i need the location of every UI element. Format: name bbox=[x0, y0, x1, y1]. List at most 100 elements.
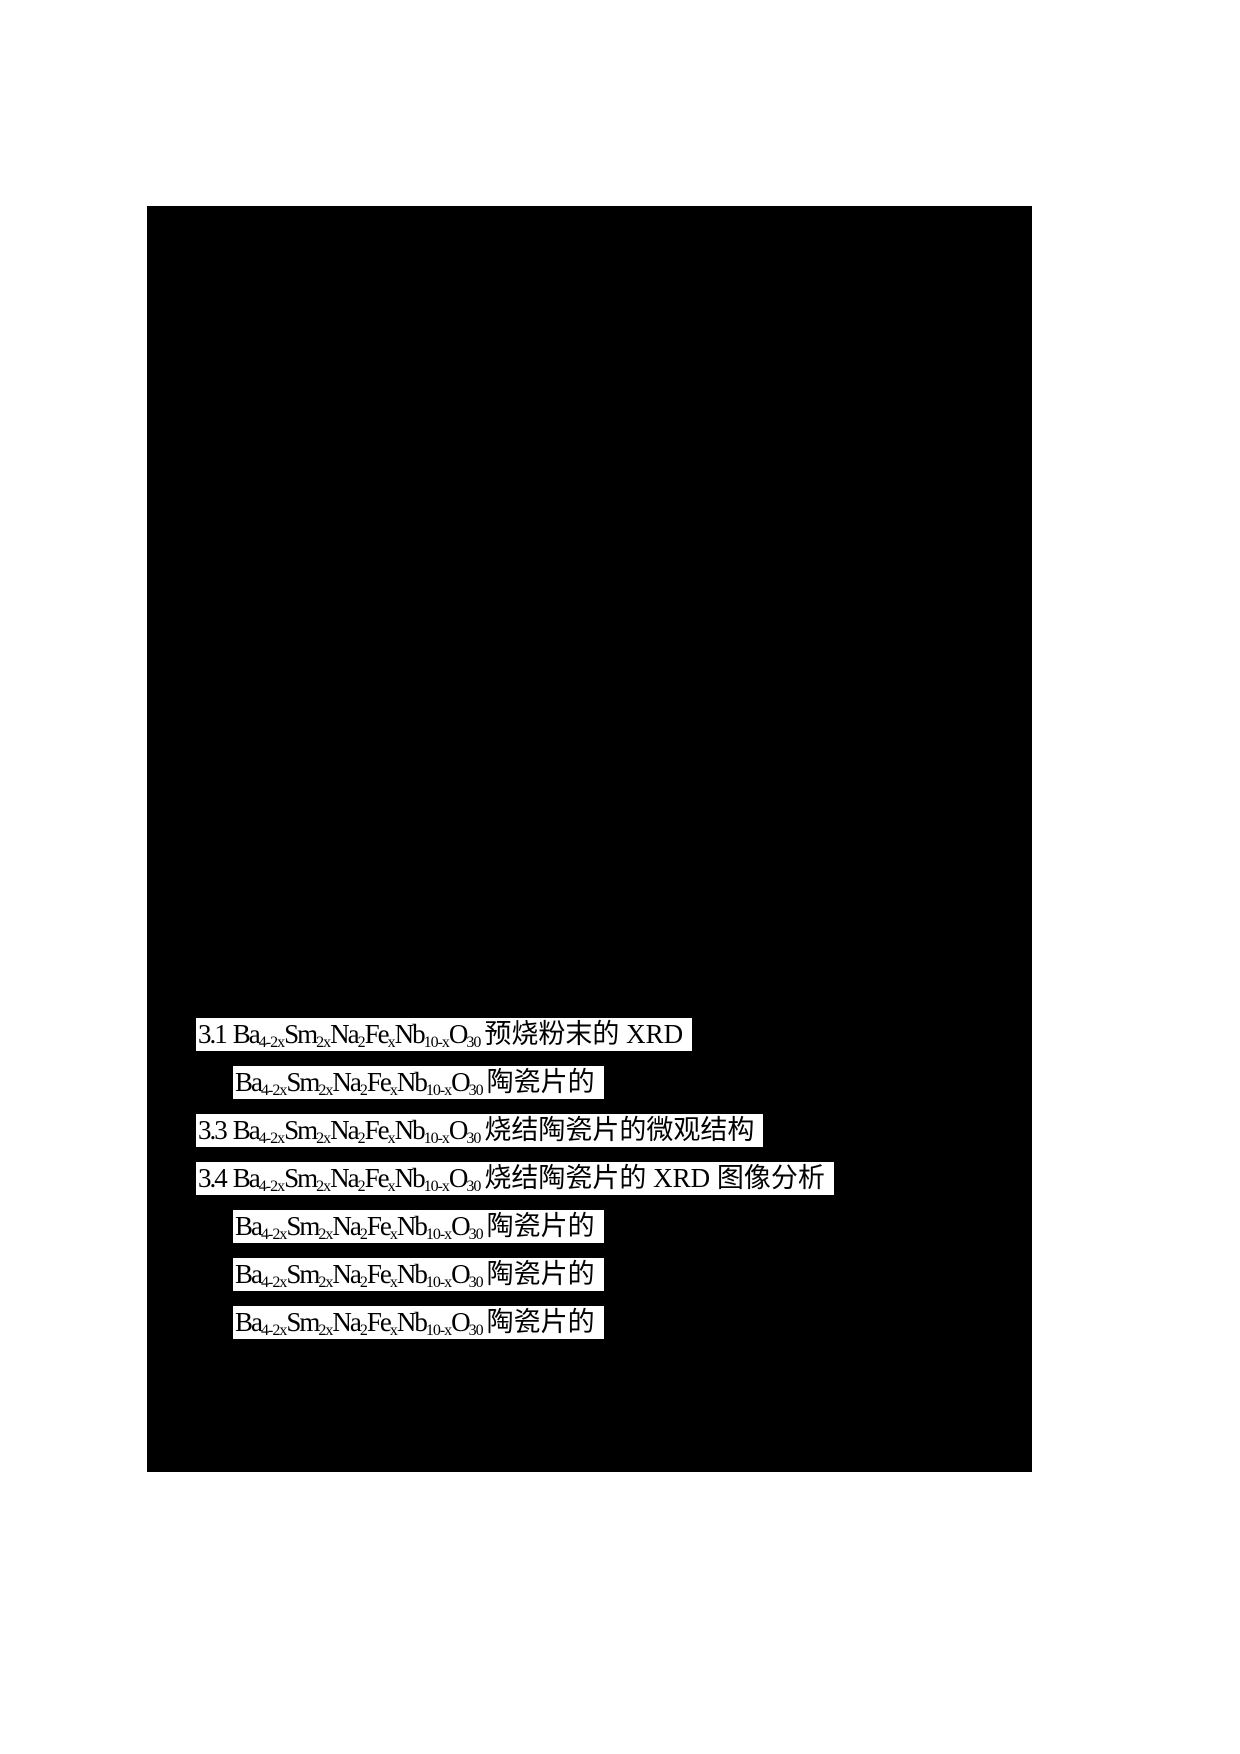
formula-subscript: 4-2x bbox=[261, 1226, 287, 1243]
formula-subscript: 10-x bbox=[425, 1322, 452, 1339]
formula-subscript: 10-x bbox=[423, 1034, 450, 1051]
formula-element: Sm bbox=[286, 1259, 320, 1289]
line-suffix: 陶瓷片的 bbox=[486, 1307, 595, 1337]
formula-subscript: 10-x bbox=[425, 1082, 452, 1099]
section-number: 3.1 bbox=[198, 1019, 228, 1049]
chemical-formula: Ba4-2xSm2xNa2FexNb10-xO30 bbox=[232, 1163, 482, 1195]
line-suffix: 陶瓷片的 bbox=[486, 1211, 595, 1241]
formula-element: O bbox=[448, 1163, 468, 1193]
formula-subscript: 4-2x bbox=[261, 1274, 287, 1291]
formula-element: O bbox=[451, 1067, 470, 1097]
formula-subscript: 30 bbox=[468, 1082, 484, 1099]
formula-element: Nb bbox=[396, 1259, 428, 1289]
formula-element: Nb bbox=[394, 1163, 426, 1193]
formula-element: Na bbox=[330, 1115, 360, 1145]
formula-subscript: x bbox=[387, 1034, 396, 1051]
formula-subscript: x bbox=[389, 1274, 398, 1291]
formula-element: Ba bbox=[235, 1067, 263, 1097]
formula-subscript: 2 bbox=[359, 1082, 368, 1099]
formula-element: Fe bbox=[366, 1211, 392, 1241]
formula-subscript: 10-x bbox=[425, 1226, 452, 1243]
formula-element: Na bbox=[332, 1307, 362, 1337]
formula-subscript: 2x bbox=[318, 1226, 333, 1243]
formula-subscript: 10-x bbox=[425, 1274, 452, 1291]
formula-element: Na bbox=[332, 1259, 362, 1289]
formula-element: Fe bbox=[364, 1115, 390, 1145]
formula-element: Fe bbox=[366, 1307, 392, 1337]
formula-element: O bbox=[451, 1211, 470, 1241]
formula-element: O bbox=[448, 1019, 468, 1049]
formula-element: Nb bbox=[394, 1019, 426, 1049]
formula-element: O bbox=[451, 1259, 470, 1289]
formula-subscript: 2 bbox=[357, 1034, 366, 1051]
formula-element: Na bbox=[330, 1019, 360, 1049]
section-number: 3.3 bbox=[198, 1115, 228, 1145]
formula-element: Ba bbox=[235, 1307, 263, 1337]
formula-element: Na bbox=[330, 1163, 360, 1193]
chemical-formula: Ba4-2xSm2xNa2FexNb10-xO30 bbox=[235, 1067, 484, 1099]
formula-element: Fe bbox=[366, 1067, 392, 1097]
formula-element: Nb bbox=[396, 1067, 428, 1097]
section-number: 3.4 bbox=[198, 1163, 228, 1193]
formula-subscript: 30 bbox=[468, 1226, 484, 1243]
formula-element: Ba bbox=[232, 1019, 261, 1049]
line-suffix: 预烧粉末的 XRD bbox=[484, 1019, 684, 1049]
formula-element: Sm bbox=[286, 1067, 320, 1097]
formula-element: Nb bbox=[394, 1115, 426, 1145]
formula-subscript: 2 bbox=[357, 1130, 366, 1147]
formula-element: Fe bbox=[364, 1163, 390, 1193]
formula-subscript: 2 bbox=[357, 1178, 366, 1195]
formula-subscript: 2 bbox=[359, 1274, 368, 1291]
formula-element: Sm bbox=[286, 1211, 320, 1241]
line-suffix: 陶瓷片的 bbox=[486, 1067, 595, 1097]
chemical-formula: Ba4-2xSm2xNa2FexNb10-xO30 bbox=[235, 1307, 484, 1339]
formula-element: Ba bbox=[235, 1259, 263, 1289]
chemical-formula: Ba4-2xSm2xNa2FexNb10-xO30 bbox=[232, 1019, 482, 1051]
formula-element: Sm bbox=[284, 1019, 318, 1049]
formula-element: Nb bbox=[396, 1211, 428, 1241]
formula-element: Sm bbox=[284, 1115, 318, 1145]
formula-element: Ba bbox=[235, 1211, 263, 1241]
line-suffix: 烧结陶瓷片的 XRD 图像分析 bbox=[484, 1163, 825, 1193]
formula-subscript: 30 bbox=[466, 1130, 481, 1147]
formula-subscript: x bbox=[389, 1082, 398, 1099]
formula-subscript: 30 bbox=[466, 1178, 481, 1195]
chemical-formula: Ba4-2xSm2xNa2FexNb10-xO30 bbox=[235, 1211, 484, 1243]
formula-element: Fe bbox=[366, 1259, 392, 1289]
formula-subscript: 2x bbox=[318, 1322, 333, 1339]
formula-element: Ba bbox=[232, 1163, 261, 1193]
formula-element: Sm bbox=[284, 1163, 318, 1193]
formula-element: O bbox=[451, 1307, 470, 1337]
formula-subscript: 30 bbox=[468, 1322, 484, 1339]
formula-subscript: 2x bbox=[316, 1130, 331, 1147]
chemical-formula: Ba4-2xSm2xNa2FexNb10-xO30 bbox=[232, 1115, 482, 1147]
formula-element: Nb bbox=[396, 1307, 428, 1337]
formula-subscript: 10-x bbox=[423, 1178, 450, 1195]
chemical-formula: Ba4-2xSm2xNa2FexNb10-xO30 bbox=[235, 1259, 484, 1291]
formula-subscript: 30 bbox=[466, 1034, 481, 1051]
formula-subscript: 4-2x bbox=[258, 1178, 285, 1195]
formula-subscript: 4-2x bbox=[261, 1322, 287, 1339]
formula-element: Na bbox=[332, 1211, 362, 1241]
formula-subscript: x bbox=[389, 1322, 398, 1339]
formula-element: Fe bbox=[364, 1019, 390, 1049]
formula-subscript: 2x bbox=[318, 1082, 333, 1099]
formula-subscript: 2x bbox=[316, 1178, 331, 1195]
formula-subscript: 2 bbox=[359, 1322, 368, 1339]
formula-element: Ba bbox=[232, 1115, 261, 1145]
formula-subscript: 2x bbox=[318, 1274, 333, 1291]
formula-element: O bbox=[448, 1115, 468, 1145]
line-suffix: 烧结陶瓷片的微观结构 bbox=[484, 1115, 755, 1145]
formula-subscript: 2 bbox=[359, 1226, 368, 1243]
formula-subscript: 2x bbox=[316, 1034, 331, 1051]
formula-subscript: 4-2x bbox=[258, 1034, 285, 1051]
formula-subscript: 4-2x bbox=[258, 1130, 285, 1147]
